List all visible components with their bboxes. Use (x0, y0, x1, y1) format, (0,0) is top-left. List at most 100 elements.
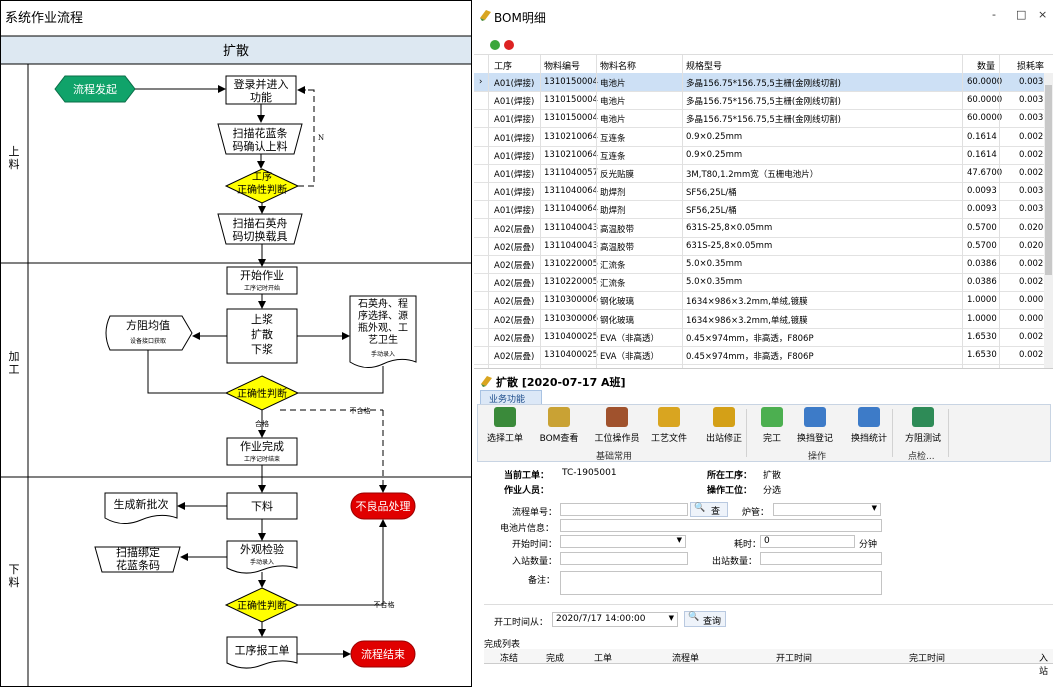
table-cell: A02(层叠) (494, 242, 535, 253)
table-cell: A01(焊接) (494, 170, 535, 180)
query-button[interactable]: 🔍 查询 (684, 611, 726, 627)
table-cell: A02(层叠) (494, 297, 535, 308)
grid-scrollbar-thumb[interactable] (1045, 85, 1052, 275)
new-batch-node (104, 492, 178, 524)
tab-business[interactable]: 业务功能 (480, 390, 542, 405)
ribbon-button[interactable]: 换挡统计 (844, 407, 894, 444)
title-bar: BOM明细 - □ × (474, 0, 1053, 32)
out-qty-input[interactable] (760, 552, 882, 565)
table-cell: 1310300006 (544, 313, 599, 324)
table-cell: 60.0000 (967, 77, 1003, 87)
proc-value: 扩散 (763, 471, 782, 481)
stop-icon[interactable] (504, 40, 514, 50)
remark-input[interactable] (560, 571, 882, 595)
ribbon-button[interactable]: 出站修正 (700, 407, 748, 444)
refresh-icon[interactable] (490, 40, 500, 50)
table-cell: 0.0200 (1019, 222, 1049, 233)
start-work-sub: 工序记时开始 (244, 284, 280, 292)
table-cell: 1.5910 (967, 368, 997, 369)
visual-check-label: 外观检验 (240, 542, 284, 556)
grid-header: 工序 物料编号 物料名称 规格型号 数量 损耗率 (474, 55, 1053, 74)
table-row[interactable]: A02(层叠)1310400081EVA（高透）福斯特F406P，厚度0.6mm… (474, 364, 1044, 369)
ribbon-button[interactable]: BOM查看 (535, 407, 583, 444)
col-loss[interactable]: 损耗率 (1017, 62, 1045, 72)
complete-icon (761, 407, 783, 427)
bind-basket-label: 扫描绑定 (116, 545, 160, 559)
done-list-column[interactable]: 完工时间 (909, 654, 946, 664)
window-title: BOM明细 (494, 11, 546, 25)
done-list-column[interactable]: 完成 (546, 654, 565, 664)
quartz-check-label: 序选择、源 (358, 309, 408, 322)
ribbon-button[interactable]: 选择工单 (484, 407, 526, 444)
in-qty-input[interactable] (560, 552, 688, 565)
search-button[interactable]: 🔍 查 (690, 502, 728, 517)
ribbon-button[interactable]: 工位操作员 (591, 407, 643, 444)
new-batch-label: 生成新批次 (114, 497, 169, 511)
done-list-column[interactable]: 流程单 (672, 654, 700, 664)
search-icon: 🔍 (694, 503, 706, 513)
close-button[interactable]: × (1038, 8, 1048, 21)
ribbon-group-label: 基础常用 (596, 452, 633, 462)
query-start-value: 2020/7/17 14:00:00 (556, 614, 646, 624)
elapsed-input[interactable]: 0 (760, 535, 855, 548)
table-cell: 汇流条 (600, 261, 626, 271)
col-material-name[interactable]: 物料名称 (600, 62, 637, 72)
table-cell: 1.6530 (967, 331, 997, 342)
col-material-no[interactable]: 物料编号 (544, 62, 581, 72)
ribbon-button[interactable]: 工艺文件 (646, 407, 692, 444)
flow-no-input[interactable] (560, 503, 688, 516)
ribbon-button[interactable]: 方阻测试 (898, 407, 948, 444)
query-start-label: 开工时间从： (494, 618, 549, 628)
table-cell: 1310220005 (544, 259, 599, 269)
grid-line (540, 55, 541, 368)
ribbon-button-label: 换挡统计 (850, 434, 887, 444)
done-list-column[interactable]: 开工时间 (776, 654, 813, 664)
done-list-column[interactable]: 工单 (594, 654, 613, 664)
done-list-column[interactable]: 入站 (1039, 654, 1049, 677)
col-process[interactable]: 工序 (494, 62, 513, 72)
bind-basket-label: 花蓝条码 (116, 558, 160, 572)
table-cell: 0.0020 (1019, 350, 1049, 360)
out-qty-label: 出站数量： (712, 557, 758, 567)
ribbon-button[interactable]: 换挡登记 (792, 407, 838, 444)
minimize-button[interactable]: - (992, 8, 996, 21)
table-cell: 反光贴膜 (600, 170, 635, 180)
sheet-value-node (105, 315, 193, 351)
col-spec[interactable]: 规格型号 (686, 62, 723, 72)
furnace-select[interactable]: ▼ (773, 503, 881, 516)
table-cell: 3M,T80,1.2mm宽（五栅电池片） (686, 170, 819, 180)
ribbon-separator (746, 409, 747, 457)
start-time-input[interactable]: ▼ (560, 535, 686, 548)
cell-info-input[interactable] (560, 519, 882, 532)
col-qty[interactable]: 数量 (977, 62, 996, 72)
query-start-input[interactable]: 2020/7/17 14:00:00 ▼ (552, 612, 678, 627)
table-cell: 高温胶带 (600, 224, 635, 235)
ribbon-button[interactable]: 完工 (757, 407, 787, 444)
table-cell: 高温胶带 (600, 242, 635, 253)
table-cell: 电池片 (600, 115, 626, 126)
lane-label: 料 (9, 575, 20, 589)
flow-header-bg (0, 35, 472, 65)
maximize-button[interactable]: □ (1016, 8, 1027, 21)
table-cell: 1634×986×3.2mm,单绒,镀膜 (686, 297, 808, 308)
login-label: 功能 (250, 90, 272, 104)
table-cell: 助焊剂 (600, 206, 626, 217)
done-list-column[interactable]: 冻结 (500, 654, 519, 664)
table-cell: 1.0000 (967, 295, 997, 306)
